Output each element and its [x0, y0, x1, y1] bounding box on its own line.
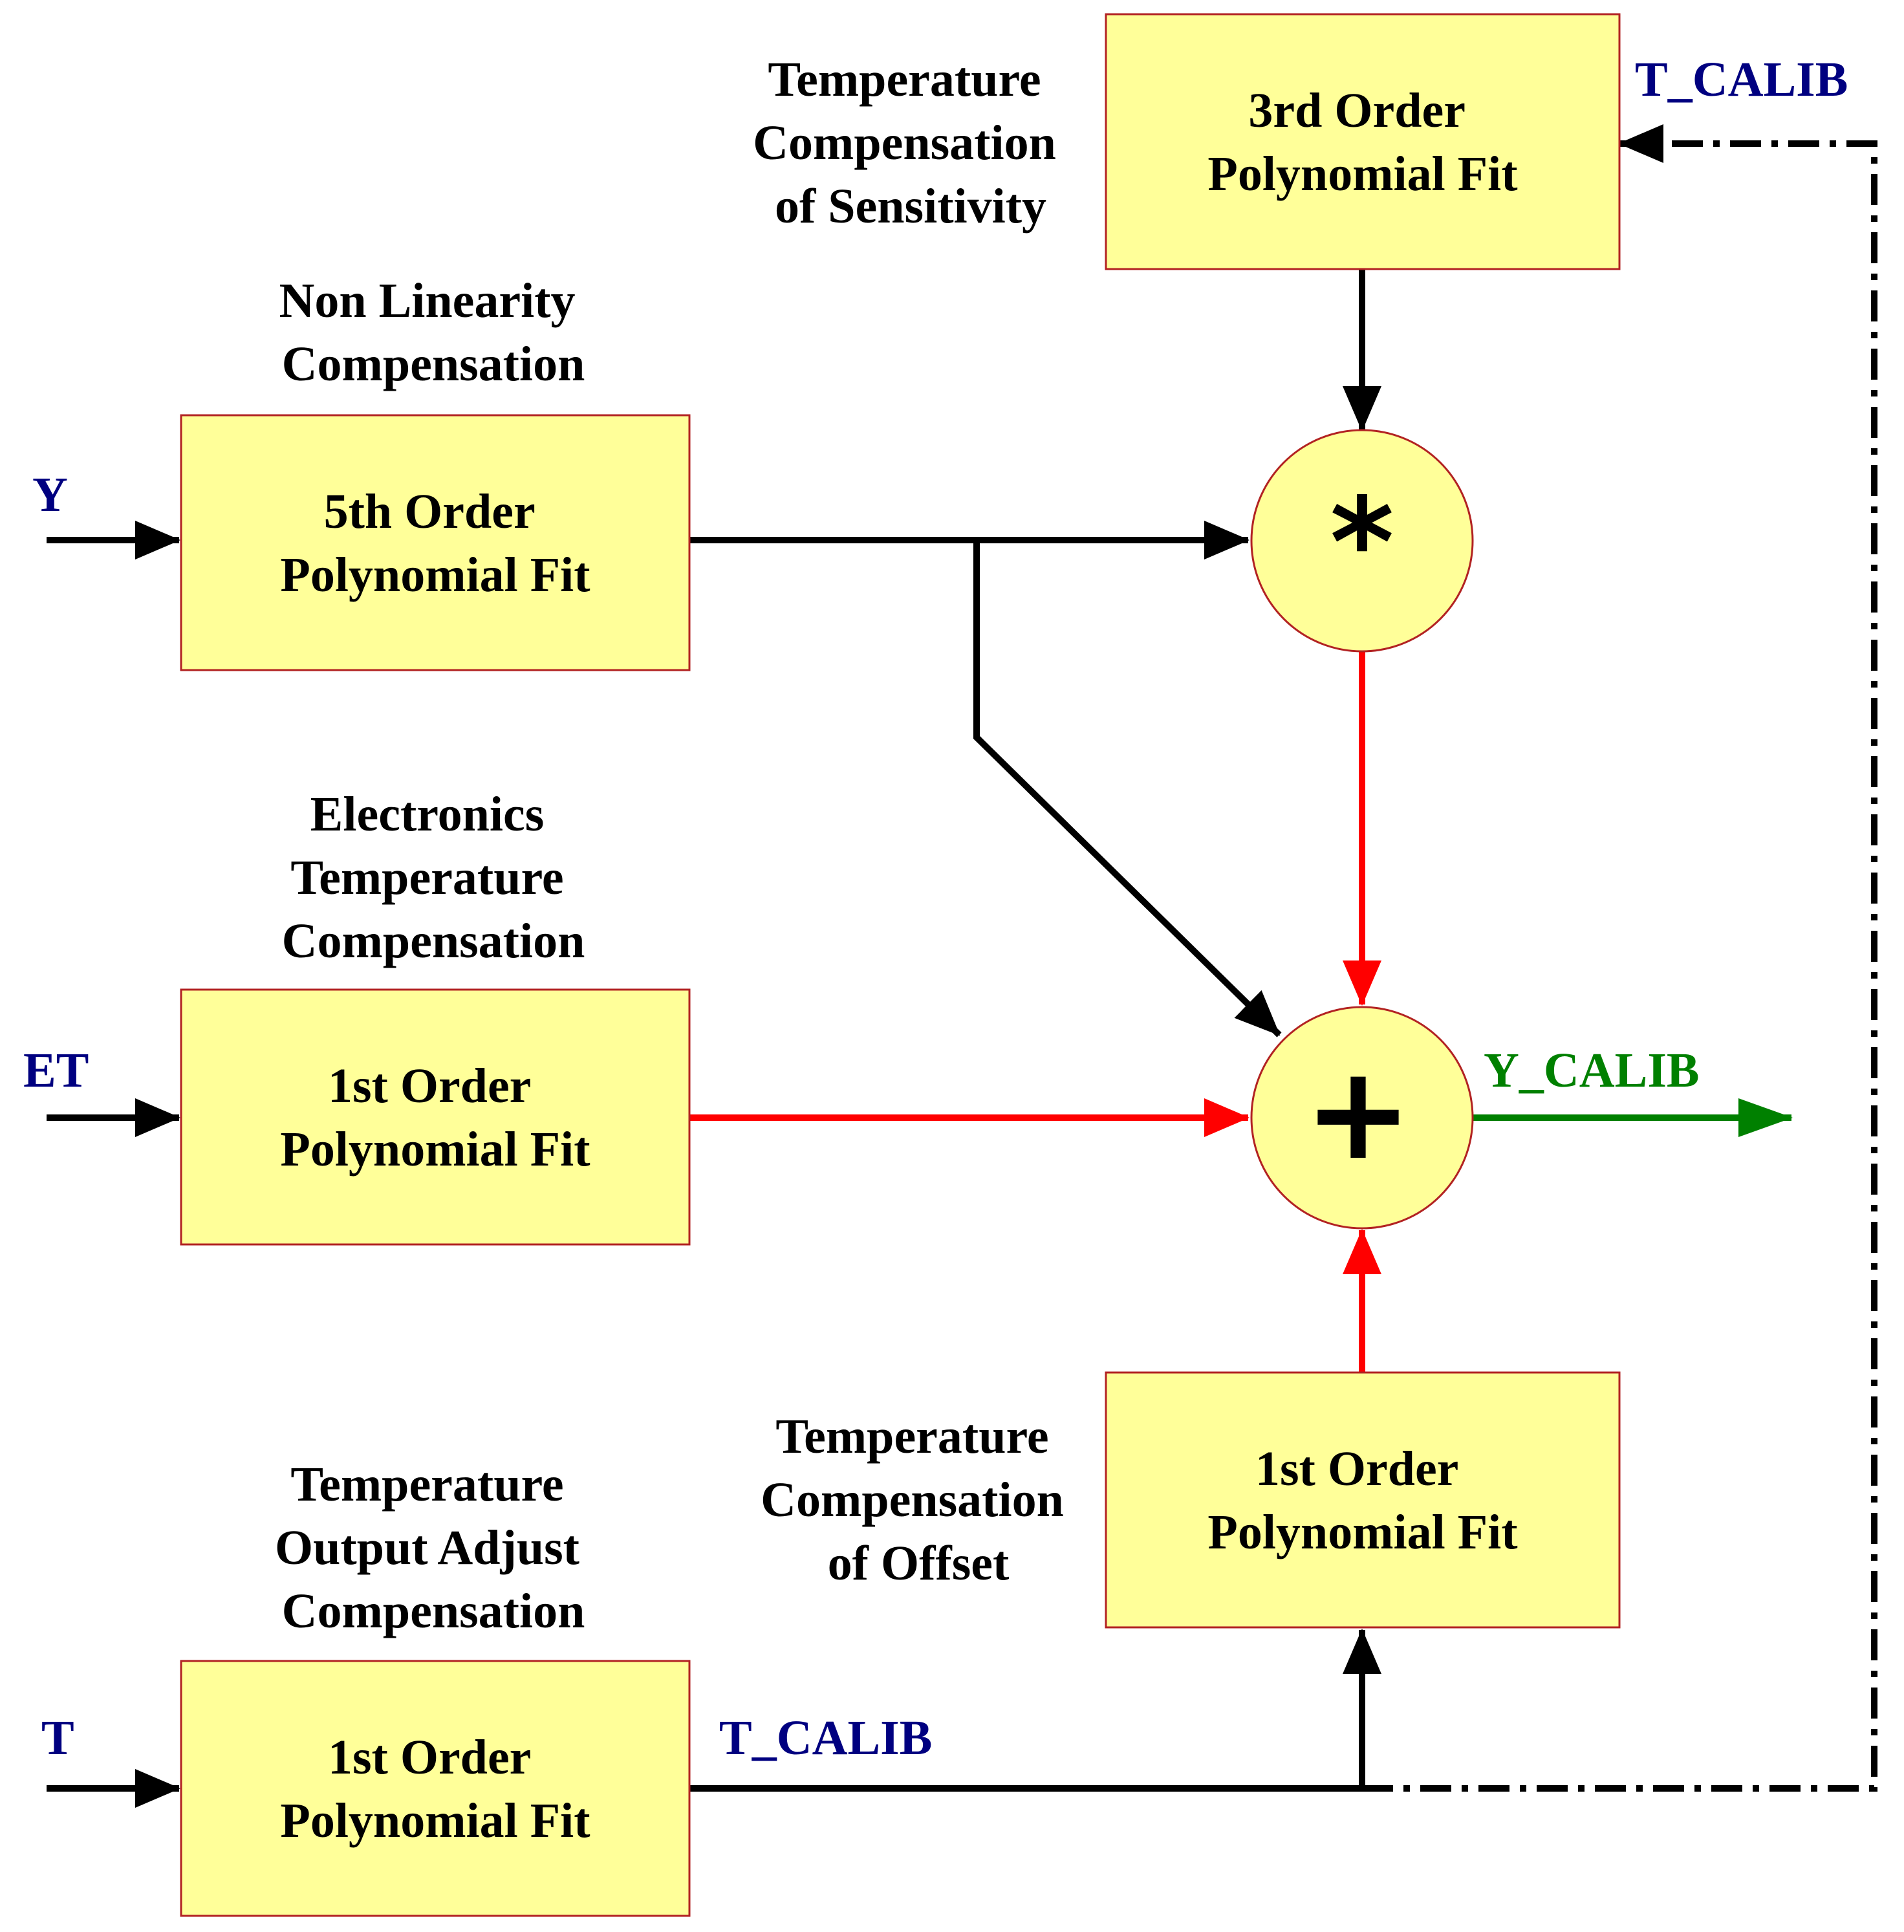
offset-block-text: 1st Order Polynomial Fit	[1207, 1442, 1517, 1559]
y-input-label: Y	[32, 468, 68, 522]
adder-node: +	[1250, 1006, 1474, 1230]
electronics-block: 1st Order Polynomial Fit	[180, 988, 691, 1246]
output-adjust-block: 1st Order Polynomial Fit	[180, 1660, 691, 1917]
plus-symbol: +	[1304, 1038, 1412, 1189]
offset-block-title: Temperature Compensation of Offset	[761, 1409, 1076, 1590]
t-input-label: T	[41, 1711, 74, 1765]
sensitivity-block-text: 3rd Order Polynomial Fit	[1207, 83, 1517, 201]
et-input-label: ET	[23, 1043, 89, 1098]
electronics-block-title: Electronics Temperature Compensation	[282, 787, 585, 968]
multiply-symbol: *	[1330, 472, 1394, 614]
nonlinearity-block-text: 5th Order Polynomial Fit	[280, 484, 590, 602]
nonlinearity-block-title: Non Linearity Compensation	[279, 274, 587, 391]
t-calib-feedback-wire	[1362, 124, 1877, 1792]
sensitivity-block: 3rd Order Polynomial Fit	[1105, 13, 1621, 270]
nonlinearity-block: 5th Order Polynomial Fit	[180, 414, 691, 671]
output-adjust-block-title: Temperature Output Adjust Compensation	[275, 1457, 592, 1638]
electronics-block-text: 1st Order Polynomial Fit	[280, 1059, 590, 1177]
t-calib-top-label: T_CALIB	[1635, 52, 1848, 107]
t-calib-bottom-label: T_CALIB	[719, 1711, 932, 1765]
output-adjust-block-text: 1st Order Polynomial Fit	[280, 1730, 590, 1848]
nonlinearity-to-adder-wire	[973, 540, 1282, 1037]
multiply-node: *	[1250, 429, 1474, 653]
y-calib-output-label: Y_CALIB	[1484, 1043, 1700, 1098]
offset-block: 1st Order Polynomial Fit	[1105, 1371, 1621, 1629]
sensitivity-block-title: Temperature Compensation of Sensitivity	[753, 52, 1068, 233]
